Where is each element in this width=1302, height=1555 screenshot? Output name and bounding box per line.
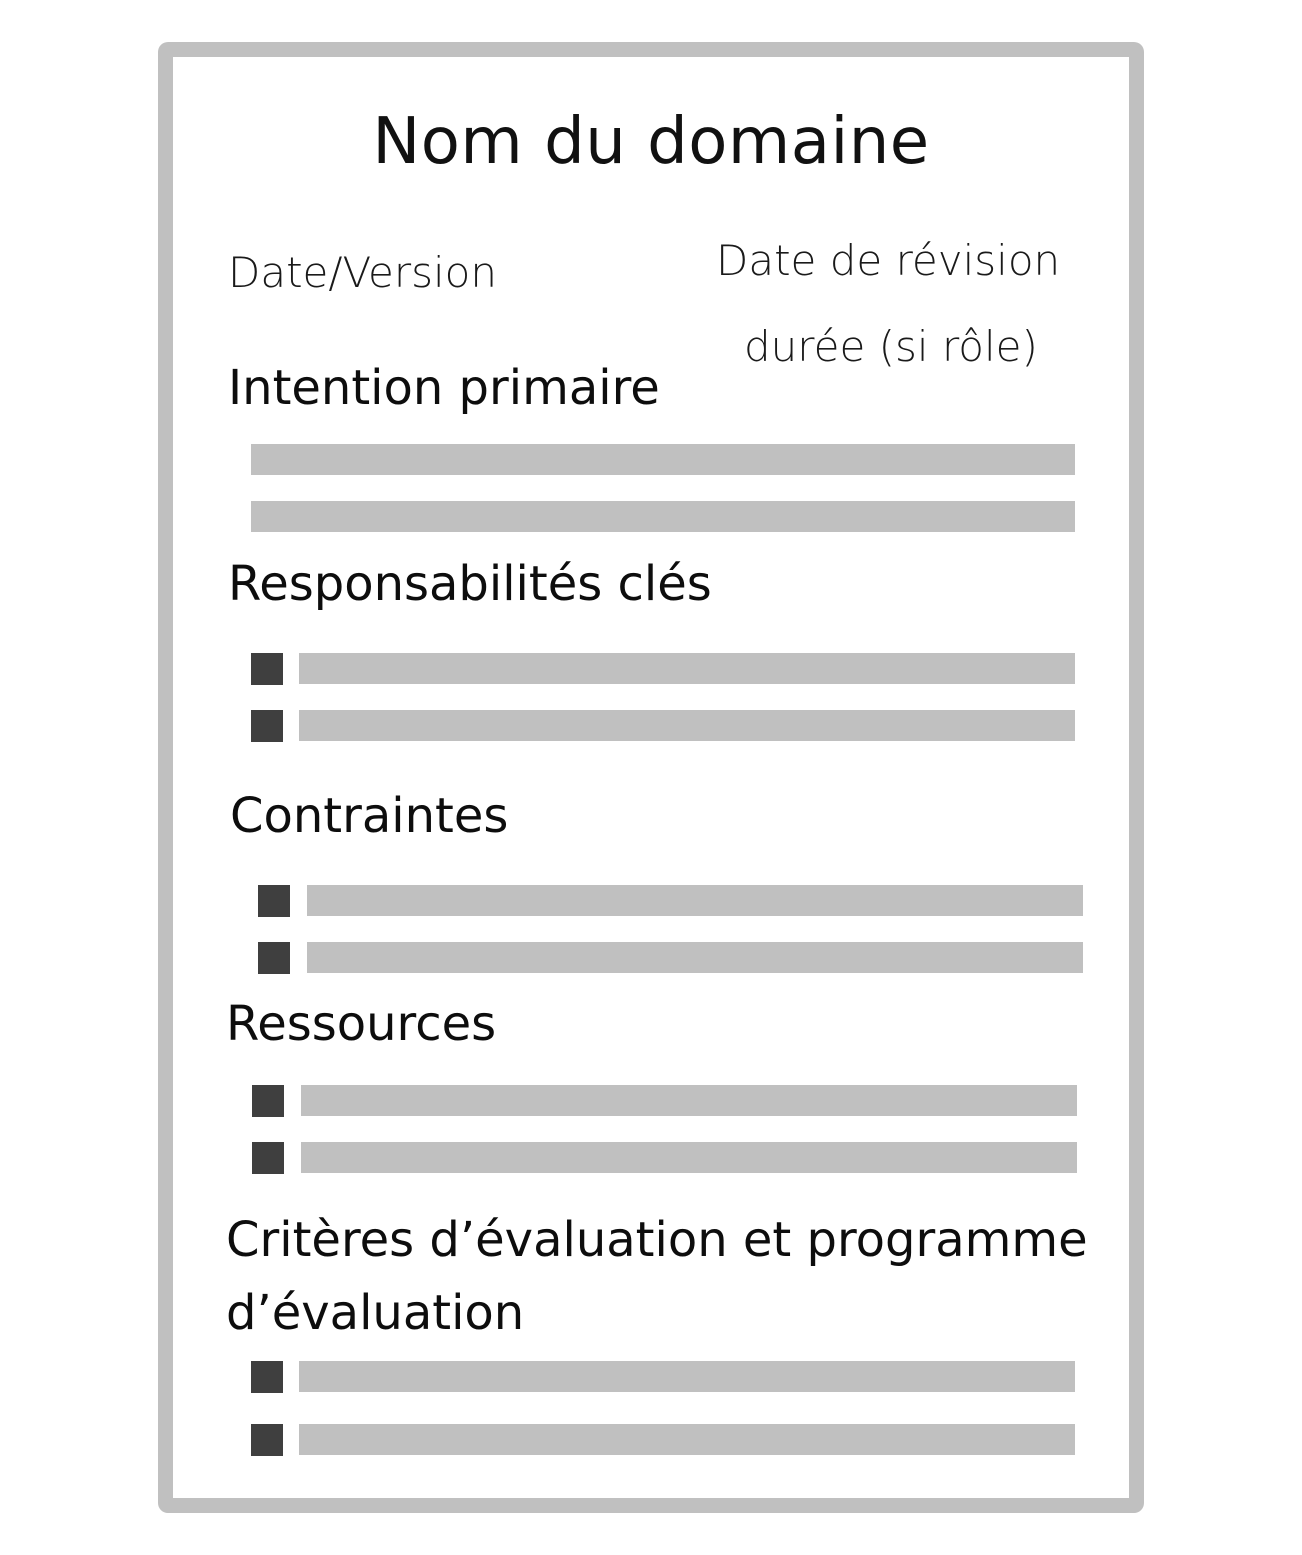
bullet-square [251,710,283,742]
placeholder-line [307,885,1083,916]
bullet-square [252,1142,284,1174]
duration-label: durée (si rôle) [744,322,1038,371]
date-version-label: Date/Version [228,248,497,297]
bullet-square [251,1424,283,1456]
domain-card-frame [158,42,1144,1513]
placeholder-line [301,1142,1077,1173]
bullet-square [258,942,290,974]
placeholder-line [301,1085,1077,1116]
placeholder-line [299,1424,1075,1455]
placeholder-line [307,942,1083,973]
bullet-square [252,1085,284,1117]
section-heading-ressources: Ressources [226,996,497,1052]
revision-date-label: Date de révision [716,236,1061,285]
section-heading-criteres-line1: Critères d’évaluation et programme [226,1212,1088,1268]
placeholder-line [299,1361,1075,1392]
bullet-square [251,653,283,685]
section-heading-intention: Intention primaire [228,360,660,416]
placeholder-line [299,653,1075,684]
section-heading-responsabilites: Responsabilités clés [228,556,712,612]
bullet-square [251,1361,283,1393]
section-heading-contraintes: Contraintes [230,788,509,844]
bullet-square [258,885,290,917]
placeholder-line [251,501,1075,532]
placeholder-line [299,710,1075,741]
section-heading-criteres-line2: d’évaluation [226,1285,525,1341]
placeholder-line [251,444,1075,475]
domain-title: Nom du domaine [372,105,930,179]
